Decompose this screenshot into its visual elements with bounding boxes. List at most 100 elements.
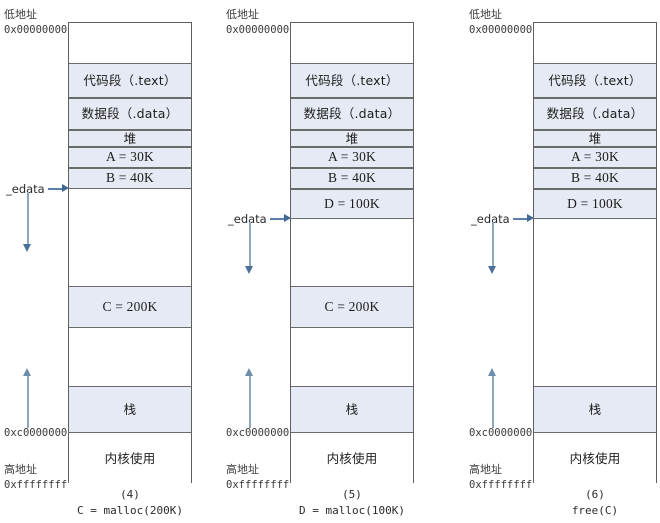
stack-boundary-label-6: 0xc0000000 — [469, 427, 533, 439]
memory-segment-label: 栈 — [345, 401, 359, 417]
memory-segment-stack: 栈 — [69, 386, 191, 433]
memory-segment-label: D = 100K — [324, 195, 380, 211]
memory-panel-5: 低地址 0x00000000 _edata 0xc0000000 高地址 0xf… — [222, 0, 437, 523]
memory-segment-label: D = 100K — [567, 195, 623, 211]
memory-segment-label: 代码段（.text） — [305, 72, 399, 88]
memory-panel-6: 低地址 0x00000000 _edata 0xc0000000 高地址 0xf… — [465, 0, 660, 523]
panel-index-4: (4) — [120, 488, 140, 501]
high-address-hex-4: 0xffffffff — [4, 478, 68, 491]
memory-segment-label: 堆 — [123, 130, 137, 146]
low-address-hex-6: 0x00000000 — [469, 23, 533, 36]
memory-segment-block-b: B = 40K — [69, 168, 191, 189]
memory-segment-kernel: 内核使用 — [69, 433, 191, 484]
low-address-hex-4: 0x00000000 — [4, 23, 68, 36]
memory-segment-top-gap — [291, 23, 413, 63]
panel-caption-6: (6) free(C) — [533, 487, 657, 519]
memory-box-4: 代码段（.text） 数据段（.data） 堆 A = 30K B = 40K C = 2… — [68, 22, 192, 484]
panel-operation-4: C = malloc(200K) — [77, 503, 183, 517]
memory-box-6: 代码段（.text） 数据段（.data） 堆 A = 30K B = 40K D = 1… — [533, 22, 657, 484]
high-address-label-6: 高地址 0xffffffff — [469, 463, 532, 492]
memory-segment-label: B = 40K — [327, 170, 377, 186]
low-address-label-4: 低地址 0x00000000 — [4, 8, 67, 37]
high-address-hex-6: 0xffffffff — [469, 478, 533, 491]
high-address-cjk-6: 高地址 — [469, 463, 502, 476]
high-address-label-4: 高地址 0xffffffff — [4, 463, 67, 492]
memory-segment-block-a: A = 30K — [291, 147, 413, 168]
panel-index-5: (5) — [342, 488, 362, 501]
edata-arrow-5 — [270, 214, 291, 223]
memory-segment-text-segment: 代码段（.text） — [534, 63, 656, 98]
memory-segment-data-segment: 数据段（.data） — [69, 98, 191, 130]
memory-box-5: 代码段（.text） 数据段（.data） 堆 A = 30K B = 40K D = 1… — [290, 22, 414, 484]
memory-segment-label: 栈 — [123, 401, 137, 417]
panel-caption-4: (4) C = malloc(200K) — [68, 487, 192, 519]
low-address-hex-5: 0x00000000 — [226, 23, 290, 36]
low-address-cjk-4: 低地址 — [4, 8, 37, 21]
memory-segment-text-segment: 代码段（.text） — [69, 63, 191, 98]
high-address-cjk-5: 高地址 — [226, 463, 259, 476]
memory-segment-heap: 堆 — [69, 130, 191, 147]
memory-segment-heap: 堆 — [534, 130, 656, 147]
memory-segment-label: 代码段（.text） — [83, 72, 177, 88]
memory-segment-block-a: A = 30K — [69, 147, 191, 168]
memory-segment-label: A = 30K — [105, 149, 155, 165]
memory-panel-4: 低地址 0x00000000 _edata 0xc0000000 高地址 0xf… — [0, 0, 215, 523]
memory-segment-label: 代码段（.text） — [548, 72, 642, 88]
high-address-cjk-4: 高地址 — [4, 463, 37, 476]
memory-segment-label: 内核使用 — [569, 450, 621, 466]
high-address-hex-5: 0xffffffff — [226, 478, 290, 491]
memory-segment-free-gap-2 — [69, 328, 191, 386]
memory-segment-label: 数据段（.data） — [81, 106, 179, 122]
memory-segment-label: C = 200K — [102, 298, 158, 314]
memory-segment-label: 内核使用 — [326, 450, 378, 466]
memory-segment-block-a: A = 30K — [534, 147, 656, 168]
memory-segment-block-c: C = 200K — [69, 286, 191, 328]
memory-segment-label: 堆 — [588, 130, 602, 146]
memory-segment-heap: 堆 — [291, 130, 413, 147]
memory-segment-free-gap-1 — [534, 219, 656, 386]
memory-segment-block-c: C = 200K — [291, 286, 413, 328]
memory-segment-data-segment: 数据段（.data） — [534, 98, 656, 130]
edata-label-6: _edata — [471, 212, 510, 226]
stack-growth-arrow-5 — [245, 368, 254, 428]
panel-operation-5: D = malloc(100K) — [299, 503, 405, 517]
panel-index-6: (6) — [585, 488, 605, 501]
memory-segment-stack: 栈 — [534, 386, 656, 433]
memory-segment-top-gap — [534, 23, 656, 63]
stack-boundary-label-4: 0xc0000000 — [4, 427, 68, 439]
memory-segment-label: B = 40K — [570, 170, 620, 186]
memory-segment-block-b: B = 40K — [534, 168, 656, 189]
memory-segment-label: C = 200K — [324, 298, 380, 314]
stack-growth-arrow-4 — [23, 368, 32, 428]
heap-growth-arrow-4 — [23, 192, 32, 252]
memory-segment-data-segment: 数据段（.data） — [291, 98, 413, 130]
memory-segment-block-d: D = 100K — [291, 189, 413, 219]
memory-segment-label: 数据段（.data） — [546, 106, 644, 122]
edata-label-4: _edata — [6, 182, 45, 196]
heap-growth-arrow-5 — [245, 222, 254, 274]
edata-arrow-4 — [48, 184, 69, 193]
memory-segment-label: A = 30K — [327, 149, 377, 165]
stack-growth-arrow-6 — [488, 368, 497, 428]
memory-segment-label: 栈 — [588, 401, 602, 417]
memory-segment-label: 内核使用 — [104, 450, 156, 466]
edata-label-5: _edata — [228, 212, 267, 226]
low-address-cjk-6: 低地址 — [469, 8, 502, 21]
memory-segment-free-gap-1 — [291, 219, 413, 286]
heap-growth-arrow-6 — [488, 222, 497, 274]
memory-segment-top-gap — [69, 23, 191, 63]
memory-segment-block-b: B = 40K — [291, 168, 413, 189]
low-address-label-5: 低地址 0x00000000 — [226, 8, 289, 37]
high-address-label-5: 高地址 0xffffffff — [226, 463, 289, 492]
edata-arrow-6 — [513, 214, 534, 223]
memory-segment-label: B = 40K — [105, 170, 155, 186]
memory-segment-label: A = 30K — [570, 149, 620, 165]
memory-segment-text-segment: 代码段（.text） — [291, 63, 413, 98]
memory-segment-free-gap-2 — [291, 328, 413, 386]
memory-segment-kernel: 内核使用 — [534, 433, 656, 484]
memory-segment-block-d: D = 100K — [534, 189, 656, 219]
memory-segment-label: 数据段（.data） — [303, 106, 401, 122]
low-address-cjk-5: 低地址 — [226, 8, 259, 21]
memory-segment-free-gap-1 — [69, 189, 191, 286]
low-address-label-6: 低地址 0x00000000 — [469, 8, 532, 37]
